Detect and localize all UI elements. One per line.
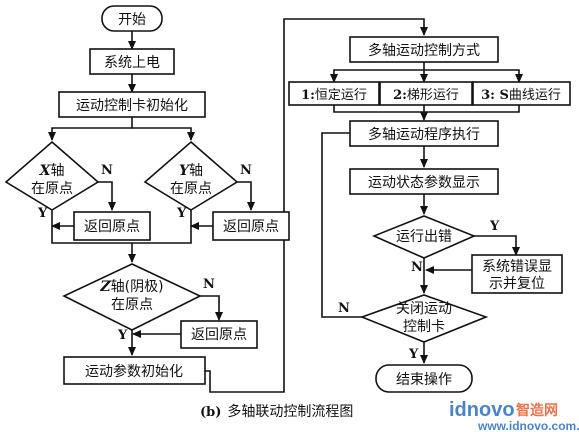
err-no-label: N <box>411 260 423 275</box>
caption-label: (b) <box>200 405 221 420</box>
branch-labels: N Y N Y N Y Y N N Y <box>37 163 500 362</box>
flow-line <box>424 69 523 83</box>
y-axis-var: Y <box>179 163 191 179</box>
error-display-box: 系统错误显 示并复位 <box>471 254 563 294</box>
mode-2-text: 梯形运行 <box>407 88 459 103</box>
flow-line <box>98 181 116 211</box>
z-return-label: 返回原点 <box>191 327 247 343</box>
x-yes-label: Y <box>37 206 48 221</box>
run-error-label: 运行出错 <box>396 229 452 245</box>
watermark-logo: idnovo 智造网 www.idnovo.com.cn <box>449 399 579 432</box>
connectors <box>48 18 523 393</box>
z-axis-var: Z <box>99 279 111 295</box>
y-axis-question: Y轴 <box>179 163 203 179</box>
y-yes-label: Y <box>176 206 187 221</box>
flow-line <box>321 129 362 318</box>
program-exec-label: 多轴运动程序执行 <box>368 126 480 143</box>
flow-line <box>200 295 223 321</box>
err-yes-label: Y <box>489 219 500 234</box>
watermark-brand: idnovo <box>449 399 515 421</box>
z-axis-decision: Z轴(阴极) 在原点 <box>62 263 202 331</box>
mode-3-box: 3: S曲线运行 <box>472 81 571 106</box>
end-label: 结束操作 <box>396 372 452 388</box>
z-yes-label: Y <box>117 328 128 343</box>
close-card-label-1: 关闭运动 <box>396 301 452 317</box>
x-axis-var: X <box>39 163 52 179</box>
power-on-box: 系统上电 <box>89 48 175 75</box>
z-axis-question: Z轴(阴极) <box>99 279 163 295</box>
param-init-label: 运动参数初始化 <box>85 363 183 380</box>
x-axis-q1: 轴 <box>50 163 64 179</box>
mode-1-text: 恒定运行 <box>315 88 367 103</box>
y-axis-q1: 轴 <box>189 163 203 179</box>
x-return-box: 返回原点 <box>73 211 151 241</box>
flow-line <box>132 127 195 141</box>
close-yes-label: Y <box>408 347 419 362</box>
end-terminal: 结束操作 <box>375 364 473 393</box>
x-axis-question: X轴 <box>39 163 65 179</box>
flow-line <box>48 117 133 141</box>
param-init-box: 运动参数初始化 <box>63 356 206 385</box>
error-display-label-1: 系统错误显 <box>482 259 552 275</box>
close-no-label: N <box>338 301 350 316</box>
mode-2-box: 2:梯形运行 <box>379 81 473 106</box>
y-axis-q2: 在原点 <box>170 181 212 197</box>
close-card-label-2: 控制卡 <box>403 319 445 335</box>
caption-text: 多轴联动控制流程图 <box>227 403 353 420</box>
y-return-box: 返回原点 <box>212 211 290 241</box>
z-axis-q2: 在原点 <box>111 297 153 313</box>
flow-line <box>205 18 428 393</box>
flow-line <box>333 105 520 113</box>
mode-3-label: 3: S曲线运行 <box>481 88 561 103</box>
mode-1-box: 1:恒定运行 <box>288 81 380 106</box>
z-no-label: N <box>203 277 215 292</box>
flow-line <box>474 235 520 256</box>
control-mode-box: 多轴运动控制方式 <box>349 36 499 63</box>
x-no-label: N <box>101 163 113 178</box>
power-on-label: 系统上电 <box>104 55 160 71</box>
card-init-label: 运动控制卡初始化 <box>76 97 188 114</box>
mode-1-num: 1: <box>301 88 315 103</box>
z-axis-q1: 轴(阴极) <box>111 279 164 295</box>
mode-3-num: 3: S <box>481 88 509 103</box>
flow-line <box>237 181 255 211</box>
flow-line <box>51 210 132 244</box>
flow-line <box>330 62 425 83</box>
start-terminal: 开始 <box>101 5 163 32</box>
mode-1-label: 1:恒定运行 <box>301 88 367 103</box>
status-display-label: 运动状态参数显示 <box>368 174 480 191</box>
x-axis-decision: X轴 在原点 <box>4 140 100 211</box>
x-axis-q2: 在原点 <box>31 181 73 197</box>
figure-caption: (b) 多轴联动控制流程图 <box>200 403 353 420</box>
error-display-label-2: 示并复位 <box>489 275 545 292</box>
control-mode-label: 多轴运动控制方式 <box>368 42 480 59</box>
card-init-box: 运动控制卡初始化 <box>58 91 206 118</box>
close-card-decision: 关闭运动 控制卡 <box>359 294 489 343</box>
watermark-cn: 智造网 <box>515 402 558 419</box>
start-label: 开始 <box>118 12 146 28</box>
mode-2-num: 2: <box>393 88 407 103</box>
y-axis-decision: Y轴 在原点 <box>143 140 239 211</box>
status-display-box: 运动状态参数显示 <box>349 168 499 195</box>
program-exec-box: 多轴运动程序执行 <box>349 120 499 147</box>
run-error-decision: 运行出错 <box>371 215 477 259</box>
y-no-label: N <box>240 163 252 178</box>
z-return-box: 返回原点 <box>180 320 258 349</box>
mode-2-label: 2:梯形运行 <box>393 88 459 103</box>
x-return-label: 返回原点 <box>84 219 140 235</box>
watermark-web: www.idnovo.com.cn <box>477 419 579 432</box>
flow-line <box>132 210 192 244</box>
y-return-label: 返回原点 <box>223 219 279 235</box>
mode-3-text: 曲线运行 <box>509 88 561 103</box>
